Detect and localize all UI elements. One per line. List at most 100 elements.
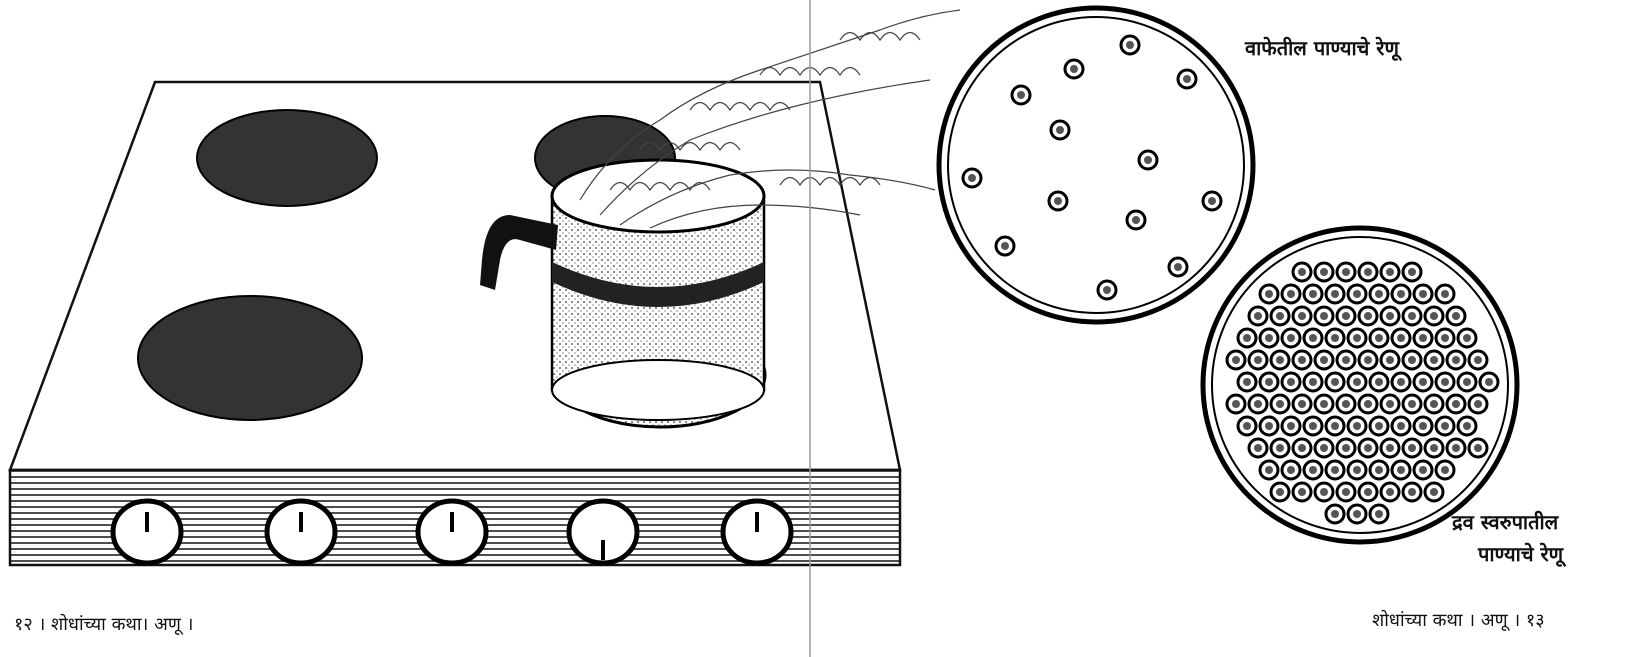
liquid-molecules-circle (1203, 228, 1517, 542)
molecule-core (1419, 290, 1427, 298)
molecule-core (1430, 312, 1438, 320)
molecule-core (1430, 488, 1438, 496)
molecule-core (1243, 422, 1251, 430)
molecule-core (1408, 312, 1416, 320)
liquid-label-line1: द्रव स्वरुपातील (1452, 508, 1558, 535)
molecule-core (1183, 75, 1191, 83)
molecule-core (1265, 466, 1273, 474)
molecule-core (1342, 268, 1350, 276)
molecule-core (1397, 422, 1405, 430)
molecule-core (1386, 488, 1394, 496)
molecule-core (1298, 444, 1306, 452)
pot-rim (552, 160, 764, 232)
molecule-core (1320, 312, 1328, 320)
molecule-core (1419, 378, 1427, 386)
molecule-core (1331, 378, 1339, 386)
molecule-core (1397, 290, 1405, 298)
molecule-core (1353, 422, 1361, 430)
molecule-core (1430, 356, 1438, 364)
footer-left: १२ । शोधांच्या कथा। अणू । (14, 612, 193, 636)
molecule-core (968, 174, 976, 182)
molecule-core (1419, 334, 1427, 342)
molecule-core (1276, 312, 1284, 320)
molecule-core (1309, 378, 1317, 386)
molecule-core (1386, 268, 1394, 276)
molecule-core (1243, 334, 1251, 342)
molecule-core (1386, 312, 1394, 320)
molecule-core (1287, 422, 1295, 430)
molecule-core (1298, 488, 1306, 496)
molecule-core (1375, 334, 1383, 342)
molecule-core (1331, 422, 1339, 430)
molecule-core (1364, 312, 1372, 320)
molecule-core (1309, 290, 1317, 298)
molecule-core (1174, 263, 1182, 271)
molecule-core (1320, 400, 1328, 408)
molecule-core (1353, 466, 1361, 474)
molecule-core (1254, 400, 1262, 408)
molecule-core (1364, 400, 1372, 408)
molecule-core (1342, 312, 1350, 320)
molecule-core (1364, 488, 1372, 496)
molecule-core (1309, 334, 1317, 342)
molecule-core (1276, 400, 1284, 408)
molecule-core (1287, 466, 1295, 474)
molecule-core (1017, 91, 1025, 99)
stove (10, 82, 900, 565)
liquid-label-line2: पाण्याचे रेणू (1478, 540, 1563, 567)
molecule-core (1320, 444, 1328, 452)
molecule-core (1298, 400, 1306, 408)
vapor-label: वाफेतील पाण्याचे रेणू (1245, 34, 1399, 61)
molecule-core (1132, 216, 1140, 224)
knob (113, 501, 181, 563)
molecule-core (1331, 510, 1339, 518)
molecule-core (1386, 400, 1394, 408)
molecule-core (1320, 268, 1328, 276)
molecule-core (1474, 444, 1482, 452)
molecule-core (1001, 242, 1009, 250)
molecule-core (1070, 65, 1078, 73)
molecule-core (1309, 466, 1317, 474)
molecule-core (1144, 156, 1152, 164)
molecule-core (1342, 488, 1350, 496)
molecule-core (1331, 290, 1339, 298)
molecule-core (1364, 356, 1372, 364)
molecule-core (1397, 466, 1405, 474)
molecule-core (1276, 356, 1284, 364)
molecule-core (1265, 290, 1273, 298)
molecule-core (1463, 378, 1471, 386)
molecule-core (1419, 466, 1427, 474)
molecule-core (1320, 488, 1328, 496)
molecule-core (1408, 356, 1416, 364)
knob (267, 501, 335, 563)
molecule-core (1386, 356, 1394, 364)
molecule-core (1298, 312, 1306, 320)
molecule-core (1408, 488, 1416, 496)
molecule-core (1452, 444, 1460, 452)
molecule-core (1353, 334, 1361, 342)
molecule-core (1265, 378, 1273, 386)
molecule-core (1243, 378, 1251, 386)
molecule-core (1265, 334, 1273, 342)
molecule-core (1254, 444, 1262, 452)
molecule-core (1331, 334, 1339, 342)
molecule-core (1342, 356, 1350, 364)
molecule-core (1463, 334, 1471, 342)
molecule-core (1353, 510, 1361, 518)
molecule-core (1309, 422, 1317, 430)
molecule-core (1320, 356, 1328, 364)
molecule-core (1452, 356, 1460, 364)
stove-top (10, 82, 900, 470)
knob (569, 501, 637, 563)
footer-right: शोधांच्या कथा । अणू । १३ (1372, 608, 1545, 632)
molecule-core (1254, 356, 1262, 364)
molecule-core (1463, 422, 1471, 430)
vapor-molecules-circle (939, 8, 1253, 322)
molecule-core (1441, 378, 1449, 386)
molecule-core (1276, 444, 1284, 452)
molecule-core (1485, 378, 1493, 386)
molecule-core (1474, 400, 1482, 408)
molecule-core (1298, 268, 1306, 276)
knob (723, 501, 791, 563)
molecule-core (1474, 356, 1482, 364)
